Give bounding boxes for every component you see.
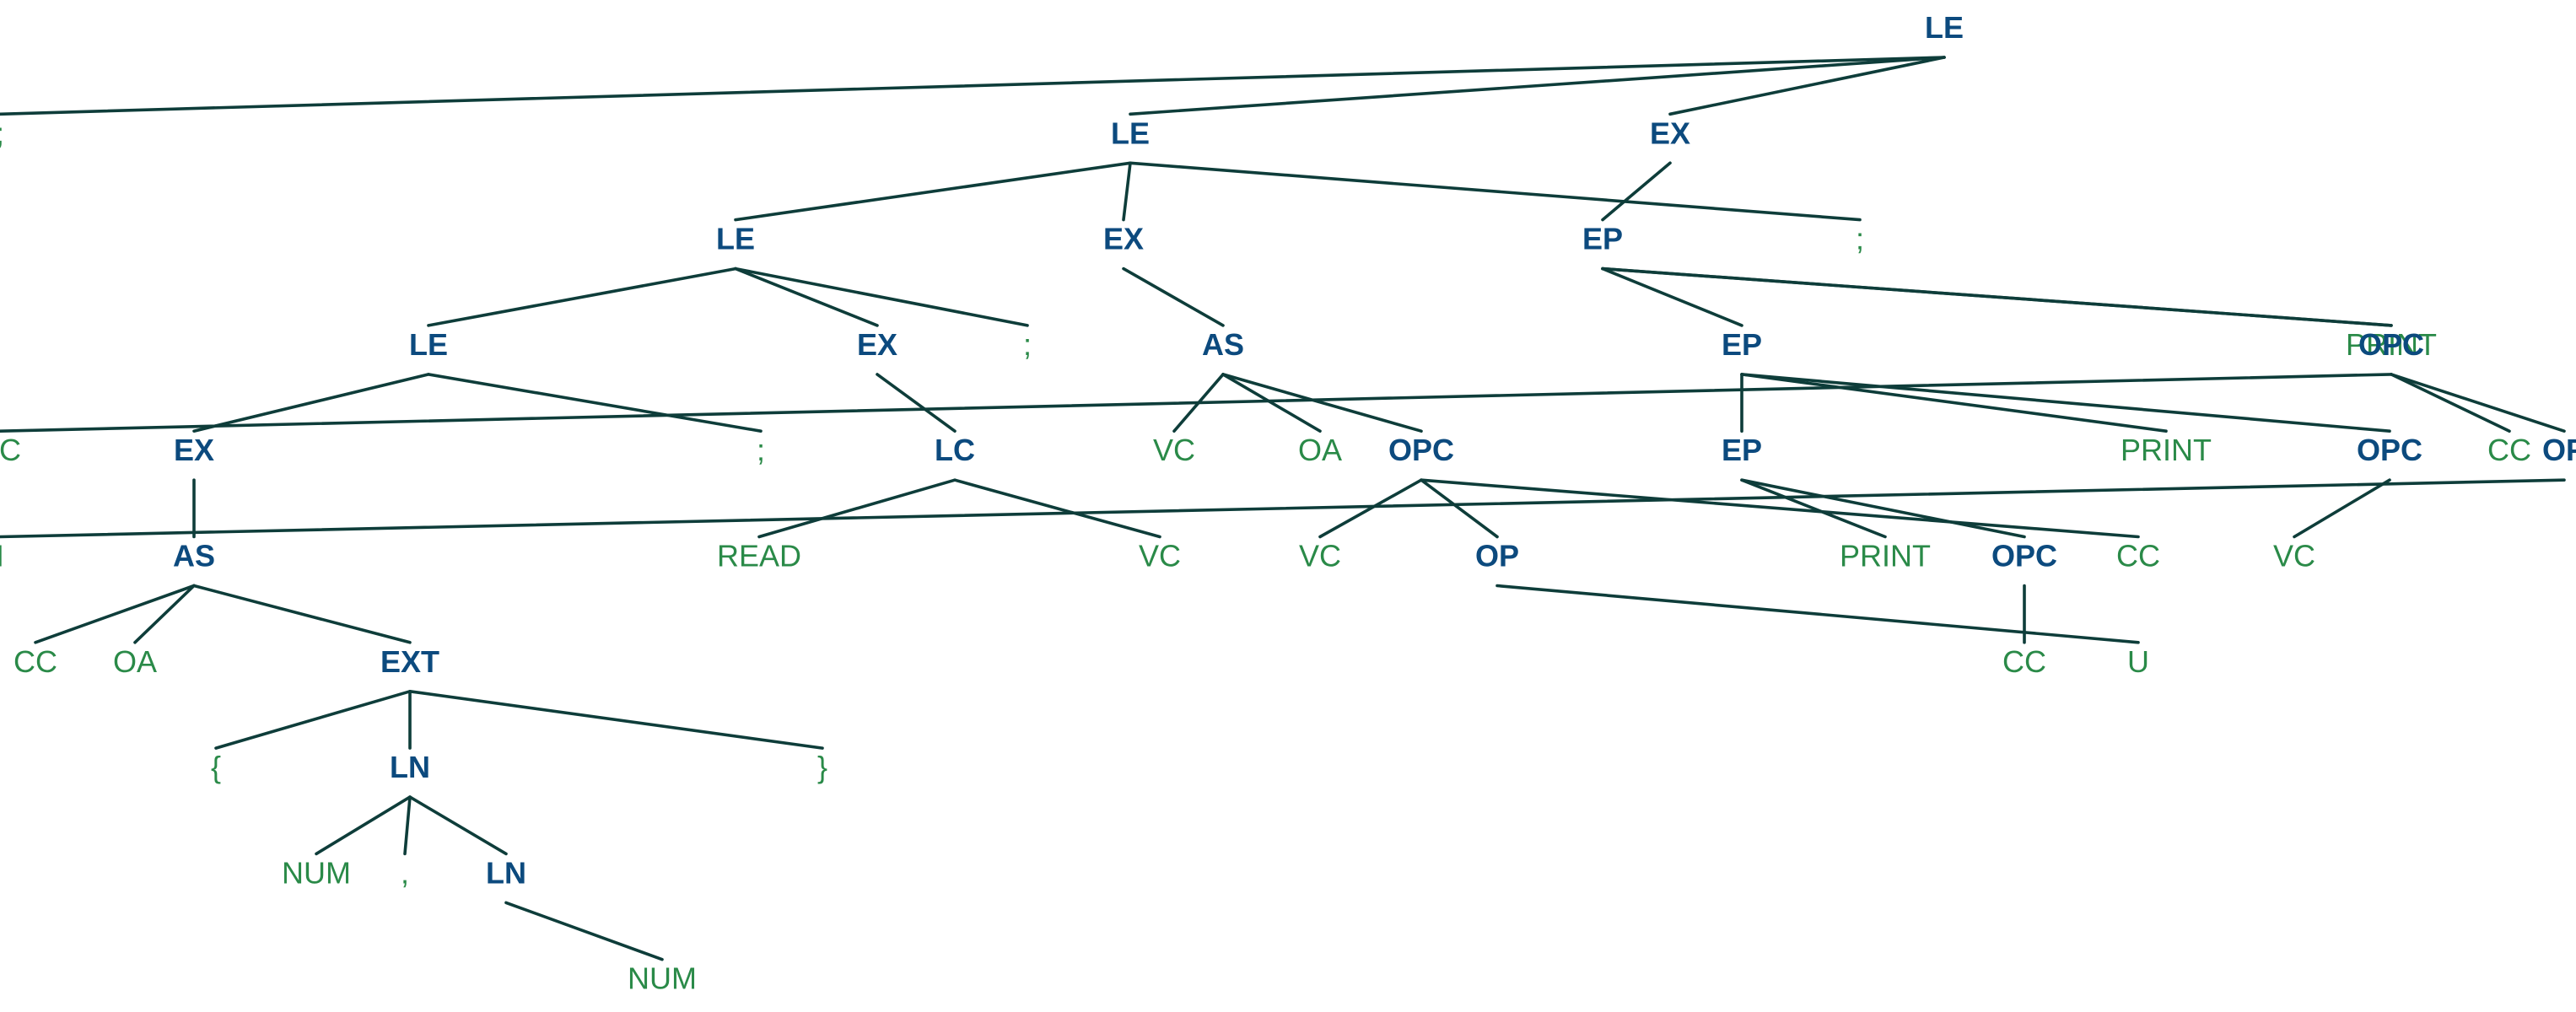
tree-node-le: LE — [1111, 116, 1150, 150]
tree-node-oa: OA — [113, 644, 157, 679]
tree-node-opc: OPC — [2357, 433, 2422, 467]
tree-node-ln: LN — [486, 855, 526, 890]
tree-node-ln: LN — [390, 750, 430, 784]
tree-edge — [133, 584, 196, 644]
tree-node-opc: OPC — [1388, 433, 1454, 467]
tree-node-num: NUM — [282, 855, 351, 890]
tree-edge — [2293, 478, 2391, 539]
tree-edge — [1740, 373, 2391, 433]
tree-node-opc: OPC — [1991, 539, 2057, 573]
tree-edge — [504, 901, 664, 961]
tree-node-vc: VC — [0, 433, 21, 467]
tree-node-op: OP — [2542, 433, 2576, 467]
tree-edge — [1740, 478, 1887, 539]
tree-node-print: PRINT — [1840, 539, 1931, 573]
tree-node-le: LE — [409, 327, 448, 362]
tree-node-print: PRINT — [2346, 327, 2437, 362]
tree-node-ex: EX — [1650, 116, 1690, 150]
tree-edge — [315, 795, 412, 856]
tree-edge — [1221, 373, 1322, 433]
tree-edge — [1495, 584, 2140, 644]
tree-node-ep: EP — [1722, 433, 1762, 467]
tree-node-cc: CC — [2002, 644, 2046, 679]
tree-node-op: OP — [1475, 539, 1519, 573]
tree-node-ex: EX — [1103, 222, 1144, 256]
tree-edge — [1668, 56, 1946, 116]
tree-edge — [2390, 373, 2566, 433]
tree-node-ep: EP — [1582, 222, 1623, 256]
tree-edge — [192, 584, 412, 644]
tree-node-ep: EP — [1722, 327, 1762, 362]
tree-edge — [734, 161, 1132, 222]
tree-edge — [1318, 478, 1423, 539]
tree-node-lc: LC — [935, 433, 975, 467]
tree-node-ext: EXT — [380, 644, 439, 679]
tree-edge — [0, 373, 2393, 433]
tree-node-cc: CC — [2487, 433, 2531, 467]
tree-edge — [214, 689, 412, 750]
tree-edge — [408, 689, 824, 750]
tree-edge — [953, 478, 1161, 539]
tree-node-vc: VC — [1299, 539, 1341, 573]
tree-edge — [1122, 161, 1132, 222]
tree-node-semicolon: ; — [0, 116, 4, 150]
tree-node-i: I — [0, 539, 4, 573]
tree-node-ex: EX — [174, 433, 214, 467]
tree-edge — [1420, 478, 2140, 539]
tree-edge — [757, 478, 957, 539]
tree-node-as: AS — [1202, 327, 1244, 362]
tree-edges — [0, 56, 2566, 961]
tree-edge — [1122, 266, 1225, 327]
tree-edge — [1601, 266, 2393, 327]
tree-node-vc: VC — [1139, 539, 1181, 573]
tree-edge — [1129, 56, 1946, 116]
tree-node-as: AS — [173, 539, 215, 573]
tree-node-read: READ — [717, 539, 801, 573]
tree-node-num: NUM — [628, 961, 697, 996]
tree-edge — [2390, 373, 2511, 433]
tree-node-semicolon: ; — [1023, 327, 1032, 362]
tree-node-vc: VC — [1153, 433, 1195, 467]
tree-edge — [1740, 373, 2168, 433]
tree-edge — [427, 266, 737, 327]
tree-edge — [1420, 478, 1499, 539]
tree-edge — [0, 478, 2566, 539]
tree-edge — [1601, 161, 1672, 222]
tree-node-semicolon: ; — [757, 433, 765, 467]
tree-nodes: LE LE LE LE EX AS CC OA EXT { LN NUM, LN NUM}; EX LC REA… — [0, 10, 2576, 996]
tree-edge — [408, 795, 508, 856]
tree-edge — [876, 373, 957, 433]
tree-edge — [0, 56, 1946, 116]
tree-node-u: U — [2127, 644, 2149, 679]
tree-edge — [734, 266, 1029, 327]
tree-edge — [427, 373, 763, 433]
tree-edge — [34, 584, 196, 644]
tree-edge — [192, 373, 430, 433]
tree-node-open-brace: { — [211, 750, 221, 784]
tree-edge — [1740, 478, 2026, 539]
tree-node-semicolon: ; — [1856, 222, 1864, 256]
tree-node-print: PRINT — [2121, 433, 2212, 467]
tree-node-cc: CC — [13, 644, 57, 679]
tree-node-le: LE — [716, 222, 755, 256]
tree-node-comma: , — [401, 855, 409, 890]
tree-node-opc: OPC — [2358, 327, 2424, 362]
tree-edge — [1129, 161, 1862, 222]
tree-node-close-brace: } — [817, 750, 827, 784]
tree-node-vc: VC — [2273, 539, 2315, 573]
tree-node-cc: CC — [2116, 539, 2160, 573]
tree-node-le: LE — [1925, 10, 1964, 45]
tree-node-oa: OA — [1298, 433, 1342, 467]
tree-node-ex: EX — [857, 327, 897, 362]
tree-edge — [734, 266, 879, 327]
tree-edge — [1221, 373, 1423, 433]
tree-edge — [403, 795, 412, 856]
tree-edge — [1601, 266, 1743, 327]
